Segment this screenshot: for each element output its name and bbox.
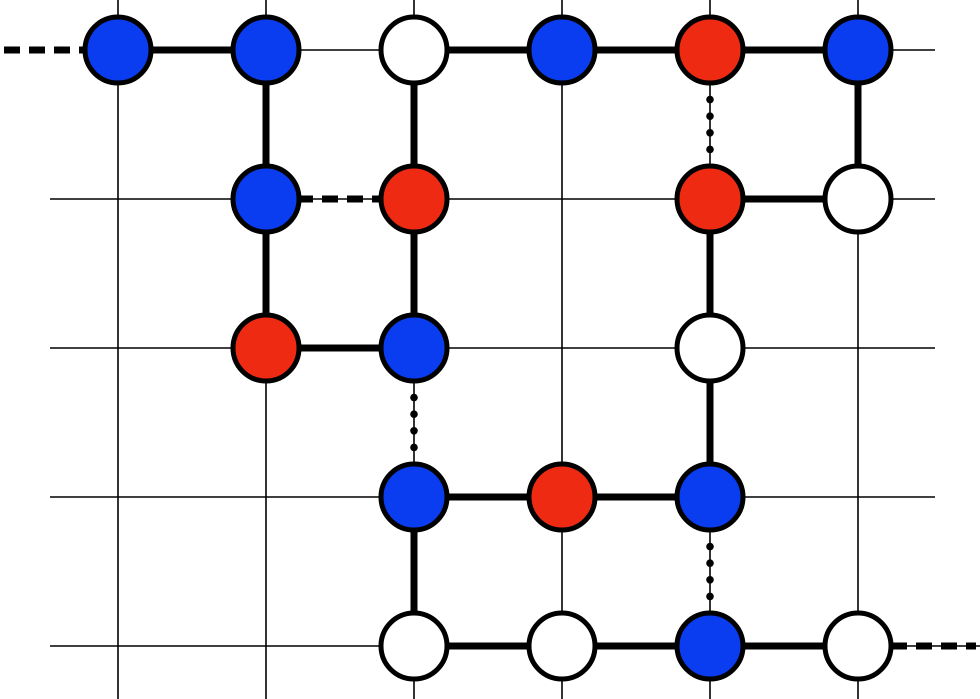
- node-blue: [82, 14, 154, 86]
- bond-dot: [706, 576, 714, 584]
- node-white: [822, 610, 894, 682]
- grid-lines: [50, 0, 980, 699]
- node-red: [526, 461, 598, 533]
- bond-layer: [4, 46, 976, 650]
- node-red: [674, 14, 746, 86]
- node-blue: [230, 163, 302, 235]
- bond-dot: [410, 410, 418, 419]
- bond-dot: [706, 112, 714, 120]
- node-blue: [378, 312, 450, 384]
- node-red: [230, 312, 302, 384]
- node-blue: [822, 14, 894, 86]
- node-blue: [230, 14, 302, 86]
- node-layer: [82, 14, 894, 682]
- node-blue: [674, 461, 746, 533]
- bond-dot: [706, 559, 714, 567]
- node-red: [378, 163, 450, 235]
- node-white: [378, 610, 450, 682]
- node-red: [674, 163, 746, 235]
- bond-dot: [410, 443, 418, 452]
- bond-dot: [410, 427, 418, 435]
- node-blue: [526, 14, 598, 86]
- node-blue: [378, 461, 450, 533]
- bond-dot: [706, 542, 714, 551]
- node-white: [526, 610, 598, 682]
- node-white: [674, 312, 746, 384]
- bond-dot: [706, 129, 714, 137]
- node-blue: [674, 610, 746, 682]
- node-white: [378, 14, 450, 86]
- bond-dot: [706, 592, 714, 601]
- bond-dot: [410, 393, 418, 402]
- bond-dot: [706, 95, 714, 104]
- node-white: [822, 163, 894, 235]
- bond-dot: [706, 145, 714, 154]
